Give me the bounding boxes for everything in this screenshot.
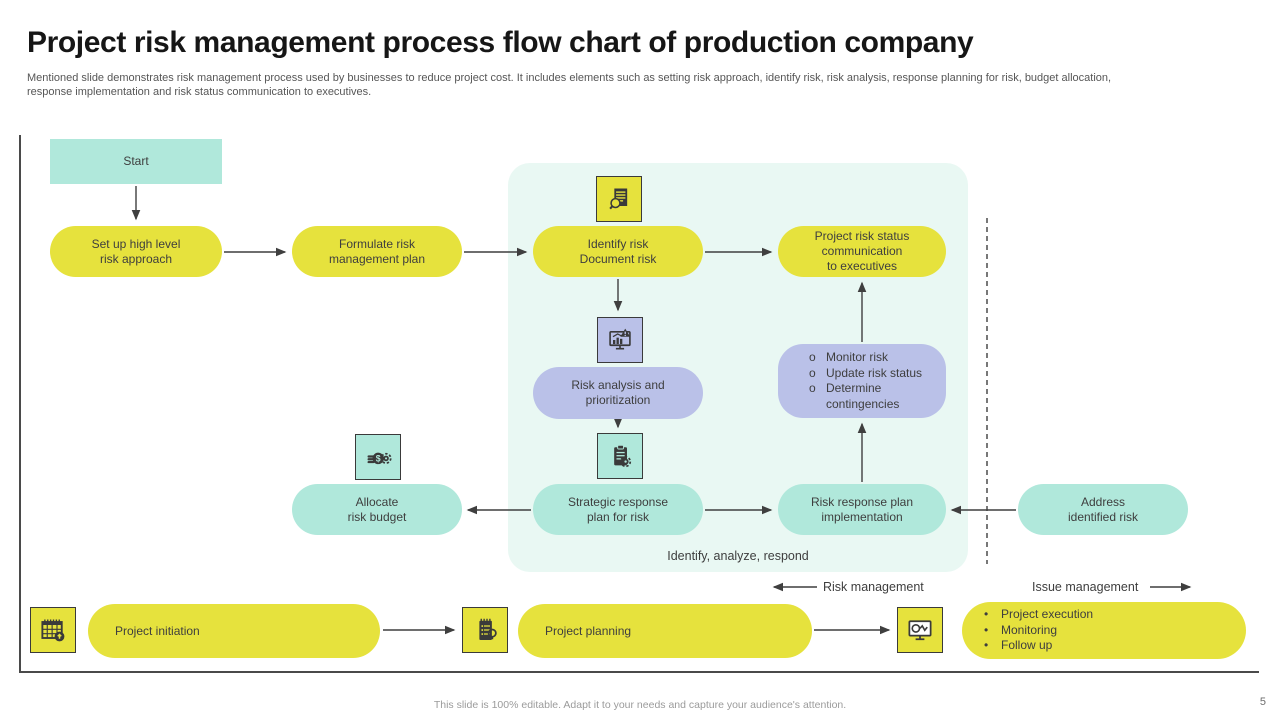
list-item-label: Follow up bbox=[1001, 638, 1053, 653]
document-search-icon bbox=[596, 176, 642, 222]
list-item-label: Update risk status bbox=[826, 365, 923, 380]
list-item: • Follow up bbox=[984, 638, 1236, 654]
page-title: Project risk management process flow cha… bbox=[27, 26, 974, 59]
node-allocate-budget: Allocate risk budget bbox=[292, 484, 462, 535]
calendar-add-icon bbox=[30, 607, 76, 653]
node-strategic-response: Strategic response plan for risk bbox=[533, 484, 703, 535]
monitor-alert-chart-icon bbox=[597, 317, 643, 363]
list-item: o Update risk status bbox=[809, 366, 938, 382]
frame-bottom-border bbox=[19, 671, 1259, 673]
dot-bullet: • bbox=[984, 638, 989, 653]
circle-bullet: o bbox=[809, 365, 816, 380]
page-description: Mentioned slide demonstrates risk manage… bbox=[27, 72, 1112, 98]
money-coins-gear-icon: $ bbox=[355, 434, 401, 480]
risk-management-label: Risk management bbox=[823, 580, 924, 594]
node-status-communication: Project risk status communication to exe… bbox=[778, 226, 946, 277]
node-project-initiation: Project initiation bbox=[88, 604, 380, 658]
node-risk-analysis: Risk analysis and prioritization bbox=[533, 367, 703, 419]
list-item: o Determine contingencies bbox=[809, 381, 938, 412]
node-address-identified-risk: Address identified risk bbox=[1018, 484, 1188, 535]
list-item-label: Determine contingencies bbox=[826, 381, 900, 411]
dot-bullet: • bbox=[984, 607, 989, 622]
monitor-pulse-icon bbox=[897, 607, 943, 653]
node-monitor-risk-list: o Monitor risk o Update risk status o De… bbox=[778, 344, 946, 418]
svg-text:$: $ bbox=[376, 454, 381, 464]
node-project-planning: Project planning bbox=[518, 604, 812, 658]
page-number: 5 bbox=[1259, 696, 1266, 708]
node-project-execution-list: • Project execution • Monitoring • Follo… bbox=[962, 602, 1246, 659]
issue-management-label: Issue management bbox=[1032, 580, 1139, 594]
list-item-label: Monitoring bbox=[1001, 622, 1058, 637]
node-formulate-plan: Formulate risk management plan bbox=[292, 226, 462, 277]
node-set-up-risk-approach: Set up high level risk approach bbox=[50, 226, 222, 277]
list-item-label: Project execution bbox=[1001, 607, 1094, 622]
footer-note: This slide is 100% editable. Adapt it to… bbox=[433, 699, 847, 711]
circle-bullet: o bbox=[809, 350, 816, 364]
list-item-label: Monitor risk bbox=[826, 350, 889, 364]
notebook-search-icon bbox=[462, 607, 508, 653]
list-item: • Monitoring bbox=[984, 623, 1236, 639]
node-response-implementation: Risk response plan implementation bbox=[778, 484, 946, 535]
clipboard-gear-icon bbox=[597, 433, 643, 479]
list-item: • Project execution bbox=[984, 607, 1236, 623]
list-item: o Monitor risk bbox=[809, 350, 938, 366]
dot-bullet: • bbox=[984, 622, 989, 637]
node-start: Start bbox=[50, 139, 222, 184]
region-caption: Identify, analyze, respond bbox=[667, 549, 809, 563]
node-identify-risk: Identify risk Document risk bbox=[533, 226, 703, 277]
frame-left-border bbox=[19, 135, 21, 672]
circle-bullet: o bbox=[809, 381, 816, 395]
